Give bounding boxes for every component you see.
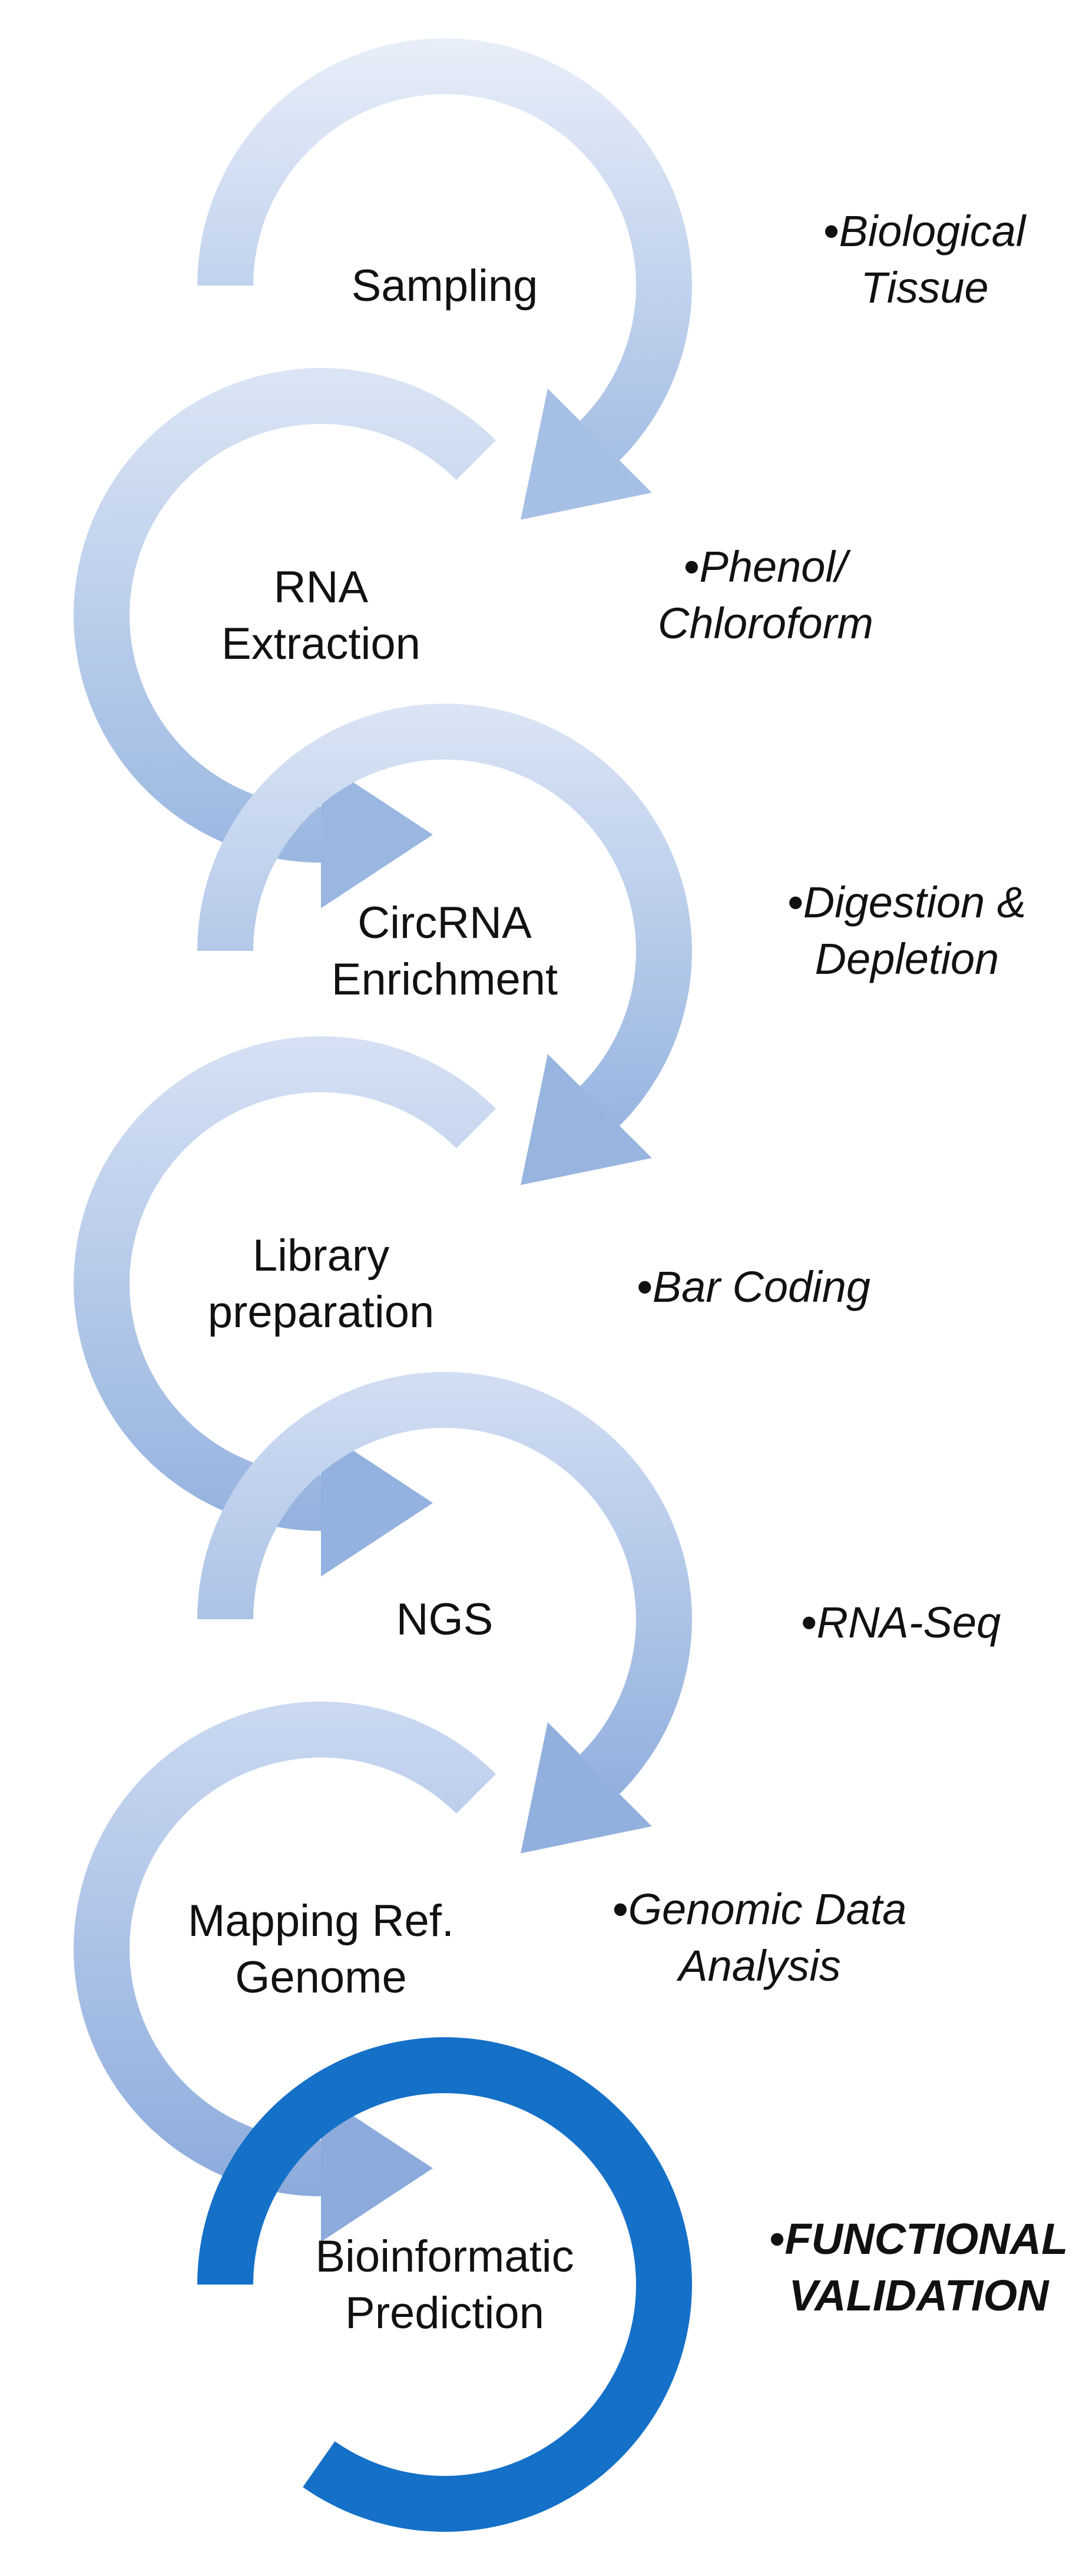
step-3-note-text: Digestion & xyxy=(803,878,1026,927)
step-1-note-text: Biological xyxy=(839,207,1027,256)
step-7-note-text: VALIDATION xyxy=(789,2271,1049,2320)
step-5-note: •RNA-Seq xyxy=(802,1598,1001,1647)
step-7-note-text: FUNCTIONAL xyxy=(784,2214,1068,2263)
step-2-label: RNA Extraction xyxy=(221,562,421,669)
step-5-arc xyxy=(197,1372,692,1794)
step-6-label: Mapping Ref. Genome xyxy=(188,1896,454,2003)
step-6-note-line: Analysis xyxy=(676,1941,841,1990)
step-3-note-line: Depletion xyxy=(815,934,999,983)
step-6-label-line: Genome xyxy=(235,1952,407,2003)
step-3-note-text: Depletion xyxy=(815,934,999,983)
step-4-label: Library preparation xyxy=(208,1231,435,1337)
step-6-note-line: •Genomic Data xyxy=(613,1885,907,1934)
step-1-note-line: Tissue xyxy=(860,263,988,312)
step-2-arrowhead xyxy=(321,761,433,909)
step-1-label: Sampling xyxy=(352,261,538,311)
step-2-arrow xyxy=(74,368,496,909)
step-1-note-line: •Biological xyxy=(824,207,1027,256)
step-3-note: •Digestion & Depletion xyxy=(788,878,1026,983)
bullet-icon: • xyxy=(637,1262,653,1311)
step-7-arc xyxy=(197,2037,692,2532)
step-2-note-text: Chloroform xyxy=(658,599,873,648)
step-7-note-line: VALIDATION xyxy=(789,2271,1049,2320)
step-6-note-text: Genomic Data xyxy=(628,1885,906,1934)
step-3-label-line: CircRNA xyxy=(357,898,532,948)
step-2-arc xyxy=(74,368,496,863)
step-4-arc xyxy=(74,1036,496,1531)
step-4-label-line: preparation xyxy=(208,1287,435,1337)
step-5-note-line: •RNA-Seq xyxy=(802,1598,1001,1647)
step-3-arrow xyxy=(197,704,692,1185)
step-2-note-line: Chloroform xyxy=(658,599,873,648)
step-7-note: •FUNCTIONAL VALIDATION xyxy=(770,2214,1068,2320)
step-3-label-line: Enrichment xyxy=(332,954,558,1004)
step-1-note-text: Tissue xyxy=(860,263,988,312)
step-2-label-line: RNA xyxy=(274,562,369,612)
step-4-arrow xyxy=(74,1036,496,1577)
bullet-icon: • xyxy=(802,1598,817,1647)
step-3-arc xyxy=(197,704,692,1126)
bullet-icon: • xyxy=(770,2214,785,2263)
step-7-arrow xyxy=(197,2037,692,2532)
step-1-arrow xyxy=(197,38,692,520)
step-2-label-line: Extraction xyxy=(221,619,421,669)
step-5-arrowhead xyxy=(521,1722,652,1854)
step-6-arc xyxy=(74,1702,496,2196)
step-4-arrowhead xyxy=(321,1429,433,1577)
step-1-label-line: Sampling xyxy=(352,261,538,311)
step-7-label-line: Prediction xyxy=(345,2288,544,2338)
step-6-arrowhead xyxy=(321,2094,433,2242)
bullet-icon: • xyxy=(613,1885,628,1934)
step-4-note: •Bar Coding xyxy=(637,1262,870,1311)
step-4-label-line: Library xyxy=(253,1231,389,1281)
step-5-note-text: RNA-Seq xyxy=(817,1598,1001,1647)
step-4-note-text: Bar Coding xyxy=(653,1262,870,1311)
step-1-arrowhead xyxy=(521,389,652,520)
bullet-icon: • xyxy=(824,207,839,256)
step-4-note-line: •Bar Coding xyxy=(637,1262,870,1311)
step-6-note-text: Analysis xyxy=(676,1941,841,1990)
bullet-icon: • xyxy=(788,878,803,927)
step-6-arrow xyxy=(74,1702,496,2242)
bullet-icon: • xyxy=(684,542,700,591)
step-2-note-text: Phenol/ xyxy=(699,542,850,591)
step-3-note-line: •Digestion & xyxy=(788,878,1026,927)
step-5-arrow xyxy=(197,1372,692,1854)
step-6-label-line: Mapping Ref. xyxy=(188,1896,454,1946)
step-3-label: CircRNA Enrichment xyxy=(332,898,558,1004)
step-5-label: NGS xyxy=(396,1594,494,1645)
step-2-note: •Phenol/Chloroform xyxy=(658,542,873,648)
step-5-label-line: NGS xyxy=(396,1594,494,1645)
step-1-arc xyxy=(197,38,692,460)
step-7-label-line: Bioinformatic xyxy=(315,2232,574,2282)
step-3-arrowhead xyxy=(521,1054,652,1185)
step-7-note-line: •FUNCTIONAL xyxy=(770,2214,1068,2263)
step-2-note-line: •Phenol/ xyxy=(684,542,851,591)
